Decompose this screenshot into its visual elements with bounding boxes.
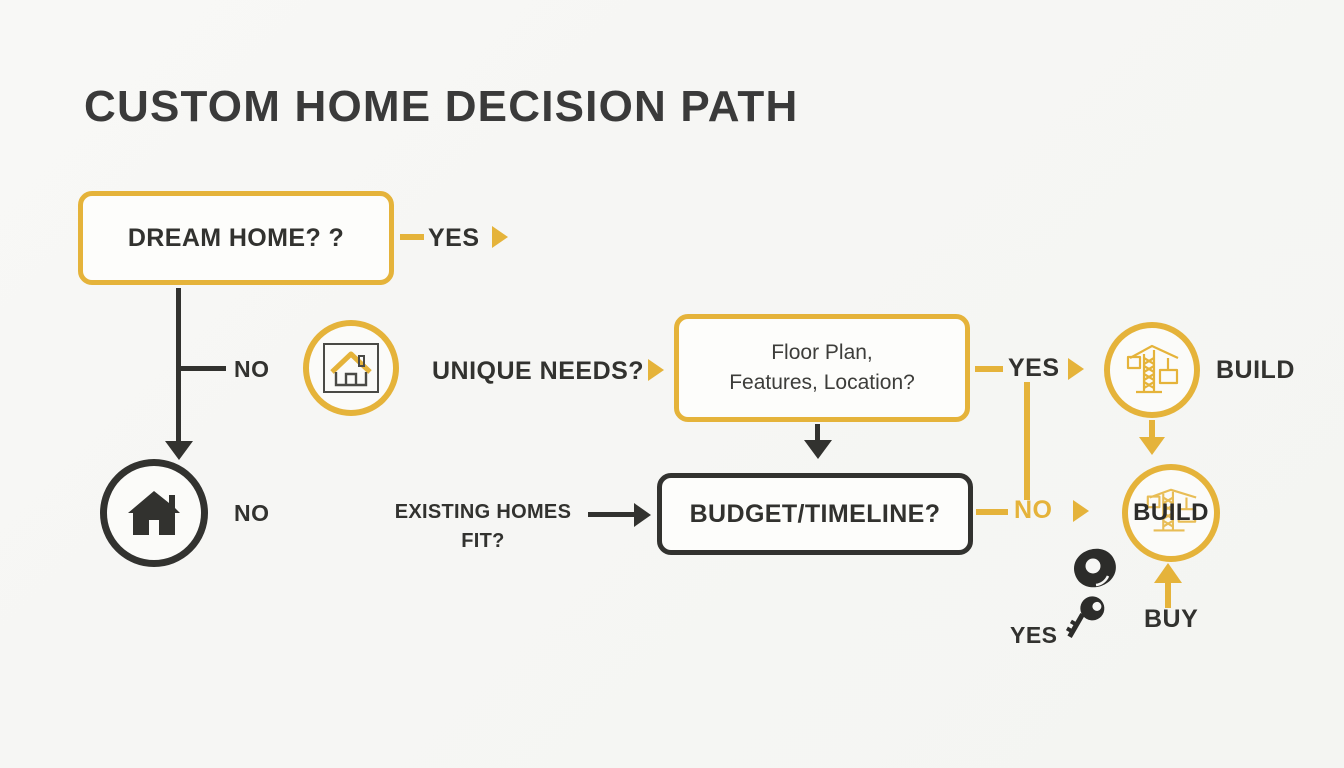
key-icon — [1065, 596, 1105, 639]
node-house-circle-dark[interactable] — [100, 459, 208, 567]
connector-dream-no-vertical — [176, 288, 181, 443]
label-yes-right: YES — [1008, 354, 1060, 382]
connector-buy — [1165, 580, 1171, 608]
arrow-dream-yes-icon — [492, 226, 508, 248]
node-house-circle-yellow[interactable] — [303, 320, 399, 416]
crane-icon — [1146, 488, 1197, 532]
connector-floorplan-budget — [815, 424, 820, 448]
node-floor-plan-line2: Features, Location? — [729, 371, 915, 394]
node-dream-home[interactable]: DREAM HOME? ? — [78, 191, 394, 285]
label-no-left: NO — [234, 356, 270, 382]
node-budget-timeline[interactable]: BUDGET/TIMELINE? — [657, 473, 973, 555]
arrow-dream-no-icon — [165, 441, 193, 460]
arrow-existing-budget-icon — [634, 503, 651, 527]
node-floor-plan-line1: Floor Plan, — [771, 340, 873, 364]
connector-dream-no-branch — [180, 366, 226, 371]
label-build-top: BUILD — [1216, 356, 1295, 384]
label-existing-homes-line1: EXISTING HOMES — [394, 501, 572, 523]
label-unique-needs: UNIQUE NEEDS? — [432, 357, 645, 385]
arrow-no-right-icon — [1073, 500, 1089, 522]
node-dream-home-label: DREAM HOME? ? — [127, 223, 345, 252]
label-no-right: NO — [1014, 496, 1053, 524]
arrow-yes-right-icon — [1068, 358, 1084, 380]
arrow-unique-needs-icon — [648, 359, 664, 381]
label-no-house: NO — [234, 500, 270, 526]
arrow-crane-crane-icon — [1139, 437, 1165, 455]
node-floor-plan[interactable]: Floor Plan, Features, Location? — [674, 314, 970, 422]
label-buy: BUY — [1144, 605, 1199, 633]
node-budget-timeline-label: BUDGET/TIMELINE? — [689, 499, 941, 528]
connector-yes-no-vertical — [1024, 382, 1030, 500]
crane-icon — [1126, 344, 1179, 394]
arrow-buy-icon — [1154, 563, 1182, 583]
connector-crane-crane — [1149, 420, 1155, 444]
page-title: CUSTOM HOME DECISION PATH — [84, 82, 799, 131]
house-solid-icon — [128, 491, 180, 535]
label-yes-keys: YES — [1010, 622, 1058, 648]
label-existing-homes-line2: FIT? — [461, 530, 505, 552]
house-framed-icon — [323, 343, 379, 393]
arrow-floorplan-budget-icon — [804, 440, 832, 459]
node-crane-circle-top[interactable] — [1104, 322, 1200, 418]
label-existing-homes-fit: EXISTING HOMES FIT? — [388, 498, 578, 556]
node-crane-circle-bottom[interactable]: BUILD — [1122, 464, 1220, 562]
key-fob-icon — [1074, 548, 1116, 588]
connector-floorplan-yes — [975, 366, 1003, 372]
connector-budget-no — [976, 509, 1008, 515]
connector-existing-budget — [588, 512, 640, 517]
connector-dream-yes — [400, 234, 424, 240]
label-yes-top: YES — [428, 224, 480, 252]
